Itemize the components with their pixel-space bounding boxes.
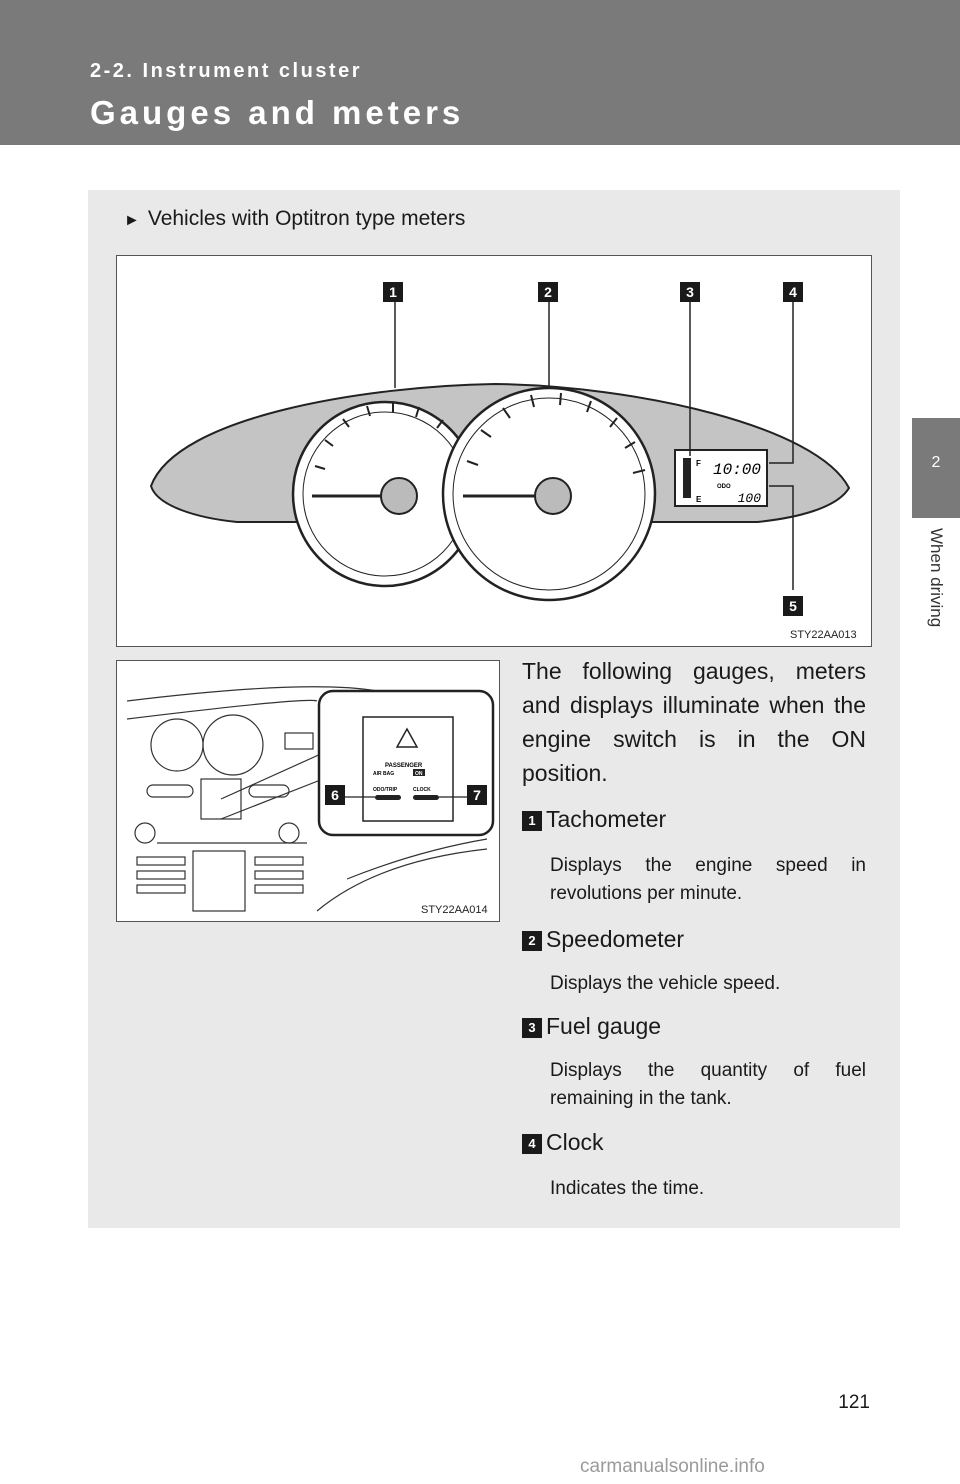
svg-text:PASSENGER: PASSENGER: [385, 763, 423, 769]
callout-3: 3: [680, 282, 700, 302]
svg-text:E: E: [696, 495, 702, 504]
svg-text:ODO: ODO: [717, 484, 731, 490]
item-number-badge: 3: [522, 1018, 542, 1038]
dashboard-illustration: PASSENGER AIR BAG ON ODO/TRIP CLOCK: [126, 686, 495, 912]
watermark: carmanualsonline.info: [580, 1456, 765, 1477]
page-title: Gauges and meters: [90, 94, 465, 131]
svg-text:10:00: 10:00: [713, 461, 761, 479]
item-number-badge: 4: [522, 1134, 542, 1154]
section-heading: 2-2. Instrument cluster: [90, 60, 363, 82]
svg-text:AIR BAG: AIR BAG: [373, 771, 394, 777]
vehicle-type-label: Vehicles with Optitron type meters: [147, 207, 466, 230]
callout-4: 4: [783, 282, 803, 302]
item-number-badge: 2: [522, 931, 542, 951]
vehicle-type-heading: ► Vehicles with Optitron type meters: [124, 207, 465, 231]
item-description: Displays the quantity of fuel remaining …: [550, 1060, 866, 1109]
callout-7: 7: [467, 785, 487, 805]
svg-text:100: 100: [738, 491, 762, 506]
item-description: Displays the engine speed in revolutions…: [550, 855, 866, 904]
callout-6: 6: [325, 785, 345, 805]
chapter-tab-number[interactable]: 2: [912, 418, 960, 518]
item-title: Fuel gauge: [546, 1013, 662, 1039]
dashboard-figure: PASSENGER AIR BAG ON ODO/TRIP CLOCK 6 7 …: [116, 660, 500, 922]
item-description: Displays the vehicle speed.: [550, 973, 781, 994]
arrow-right-icon: ►: [124, 212, 140, 229]
item-number-badge: 1: [522, 811, 542, 831]
item-title: Clock: [546, 1129, 604, 1155]
svg-text:CLOCK: CLOCK: [413, 787, 431, 793]
svg-text:F: F: [696, 459, 701, 468]
instrument-cluster-figure: F E 10:00 ODO 100 1 2 3 4 5 STY22AA013: [116, 255, 872, 647]
callout-5: 5: [783, 596, 803, 616]
figure-code: STY22AA013: [790, 629, 857, 641]
chapter-tab[interactable]: When driving: [912, 520, 960, 680]
instrument-cluster-illustration: F E 10:00 ODO 100: [149, 300, 851, 602]
svg-text:ODO/TRIP: ODO/TRIP: [373, 787, 398, 793]
intro-paragraph: The following gauges, meters and display…: [522, 658, 866, 786]
callout-2: 2: [538, 282, 558, 302]
item-title: Speedometer: [546, 926, 685, 952]
chapter-tab-label: When driving: [927, 528, 946, 628]
item-description: Indicates the time.: [550, 1178, 705, 1199]
figure-code: STY22AA014: [421, 904, 488, 916]
page-header: 2-2. Instrument cluster Gauges and meter…: [0, 0, 960, 145]
item-title: Tachometer: [546, 806, 667, 832]
svg-text:ON: ON: [415, 771, 423, 777]
page-number: 121: [838, 1392, 870, 1413]
callout-1: 1: [383, 282, 403, 302]
